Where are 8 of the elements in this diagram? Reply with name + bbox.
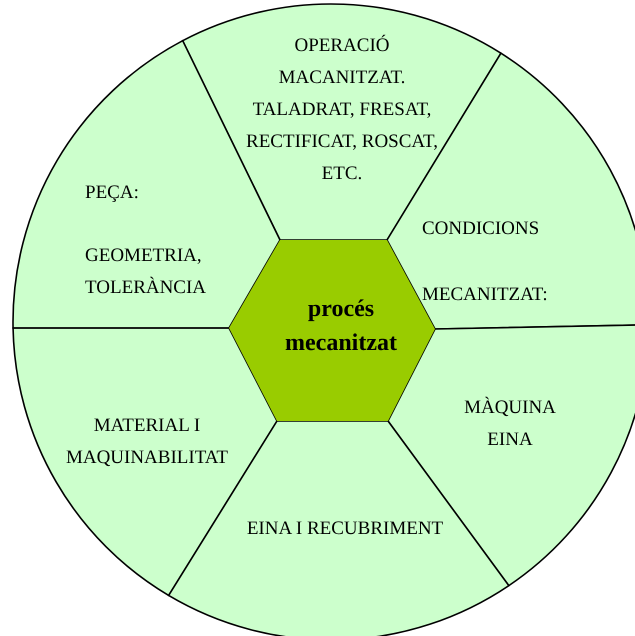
- sector-label: OPERACIÓ MACANITZAT. TALADRAT, FRESAT, RECTIFICAT, ROSCAT, ETC.: [245, 34, 439, 186]
- hexagon-label: procés mecanitzat: [284, 295, 398, 358]
- sector-label: MÀQUINA EINA: [463, 396, 557, 452]
- sector-label: PEÇA:: [85, 181, 140, 205]
- sector-label: MATERIAL I MAQUINABILITAT: [64, 414, 230, 470]
- sector-label: GEOMETRIA, TOLERÀNCIA: [85, 244, 208, 300]
- sector-label: EINA I RECUBRIMENT: [246, 517, 444, 541]
- sector-label: CONDICIONS MECANITZAT:: [422, 217, 549, 307]
